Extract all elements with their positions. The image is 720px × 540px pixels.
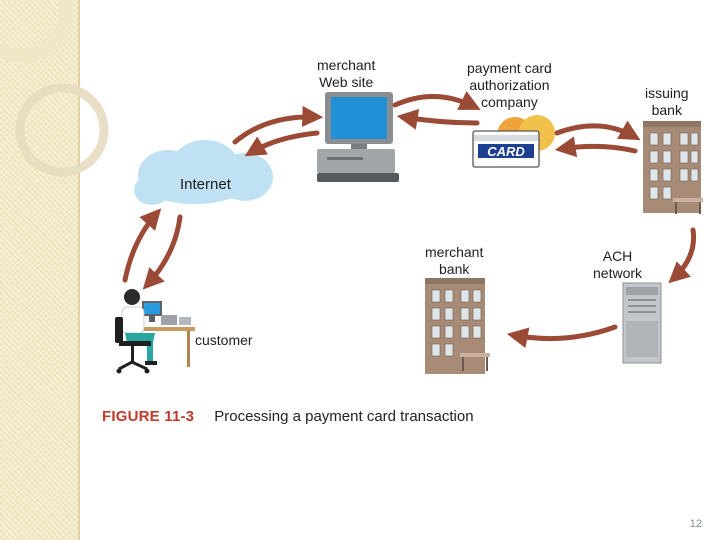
- label-internet: Internet: [180, 176, 231, 193]
- internet-cloud-icon: [134, 140, 273, 205]
- arrow-merchant-to-internet: [244, 130, 320, 157]
- figure-caption: FIGURE 11-3 Processing a payment card tra…: [102, 408, 474, 425]
- arrow-authorization-to-merchant: [396, 108, 480, 130]
- diagram-canvas: CARD: [115, 91, 703, 374]
- figure-caption-text: Processing a payment card transaction: [214, 408, 474, 425]
- label-customer: customer: [195, 332, 253, 348]
- payment-card-diagram: CARD: [95, 45, 715, 435]
- issuing-bank-building-icon: [643, 121, 703, 214]
- ach-server-icon: [622, 282, 662, 364]
- flow-arrows: [122, 91, 697, 349]
- customer-at-desk-icon: [115, 289, 195, 374]
- arrow-customer-to-internet: [122, 208, 162, 283]
- arrow-authorization-to-issuing: [554, 120, 641, 141]
- page-number: 12: [689, 518, 702, 530]
- figure-number: FIGURE 11-3: [102, 408, 195, 425]
- payment-card-icon: CARD: [472, 115, 555, 168]
- arrow-issuing-to-authorization: [554, 136, 638, 158]
- merchant-bank-building-icon: [425, 278, 490, 374]
- merchant-computer-icon: [317, 92, 399, 182]
- arrow-internet-to-merchant: [232, 105, 324, 145]
- arrow-ach-to-merchant-bank: [506, 324, 618, 349]
- arrow-merchant-to-authorization: [392, 91, 481, 110]
- decorative-rings: [0, 0, 109, 177]
- arrow-internet-to-customer: [142, 214, 183, 290]
- arrow-issuing-to-ach: [668, 227, 697, 284]
- card-text: CARD: [487, 144, 525, 159]
